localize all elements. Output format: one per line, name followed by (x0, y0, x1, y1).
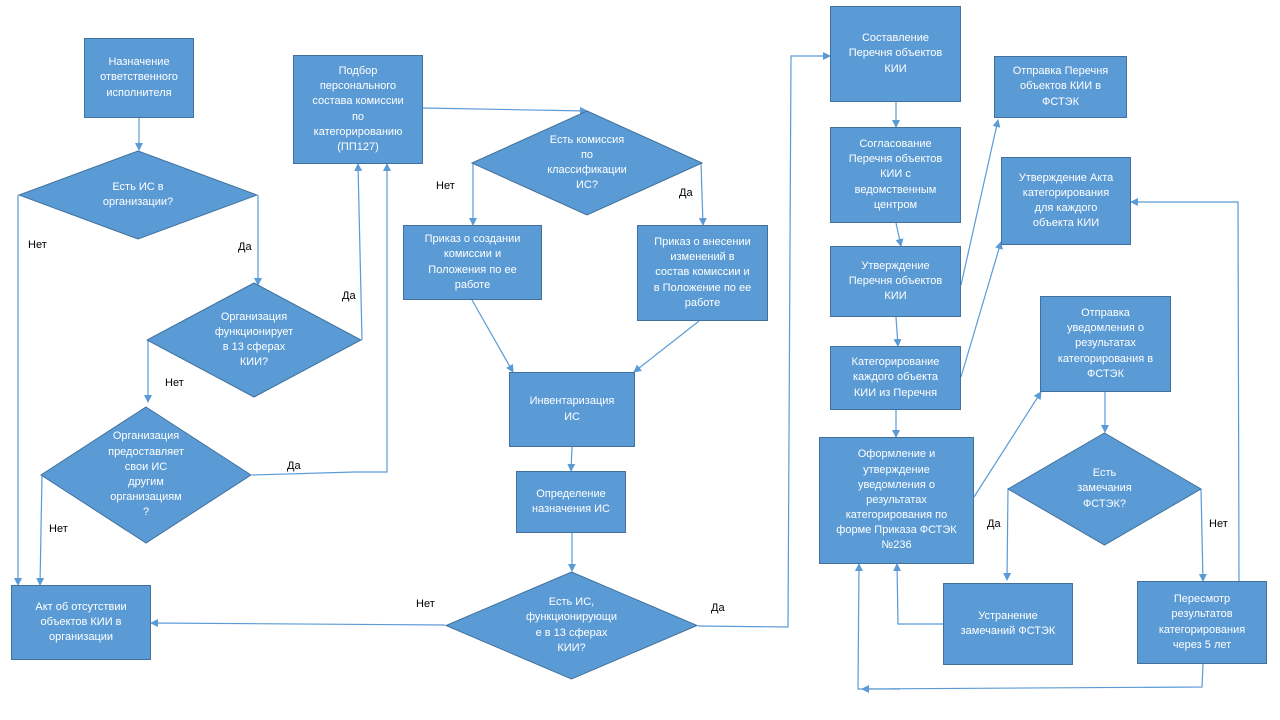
connector-order-create-to-inventory (471, 299, 514, 373)
node-approve-list: Утверждение Перечня объектов КИИ (830, 246, 961, 317)
edge-label-has-is-yes: Да (238, 241, 252, 253)
diamond-shape (146, 282, 362, 398)
connector-form-to-send-notice (973, 391, 1042, 498)
connector-order-change-to-inventory (633, 320, 700, 373)
edge-label-provides-yes: Да (287, 460, 301, 472)
diamond-shape (40, 406, 252, 544)
decision-has-is: Есть ИС в организации? (18, 150, 258, 240)
connector-select-to-commission (422, 106, 588, 115)
connector-org13-yes-to-select (354, 163, 363, 341)
decision-has-remarks: Есть замечания ФСТЭК? (1007, 432, 1202, 546)
connector-commission-yes-to-order-change (698, 162, 707, 226)
connector-approve-list-to-categorize (893, 316, 902, 347)
connector-is13-no-to-act (150, 619, 446, 628)
edge-label-remarks-no: Нет (1209, 518, 1228, 530)
node-select-commission-staff: Подбор персонального состава комиссии по… (293, 55, 423, 164)
diamond-shape (445, 571, 698, 680)
decision-is-13-spheres: Есть ИС, функционирующи е в 13 сферах КИ… (445, 571, 698, 680)
edge-label-commission-no: Нет (436, 180, 455, 192)
edge-label-has-is-no: Нет (28, 239, 47, 251)
decision-is-13-spheres-text: Есть ИС, функционирующи е в 13 сферах КИ… (525, 596, 618, 654)
edge-label-org13-no: Нет (165, 377, 184, 389)
decision-org-provides-is-text: Организация предоставляет свои ИС другим… (108, 430, 184, 519)
connector-provides-no-to-act (36, 474, 45, 586)
connector-fix-to-form (893, 563, 943, 625)
decision-has-is-text: Есть ИС в организации? (102, 180, 174, 208)
node-inventory: Инвентаризация ИС (509, 372, 635, 447)
edge-label-is13-no: Нет (416, 598, 435, 610)
decision-org-provides-is: Организация предоставляет свои ИС другим… (40, 406, 252, 544)
connector-categorize-to-approve-act (960, 241, 1003, 378)
edge-label-org13-yes: Да (342, 290, 356, 302)
node-send-notice: Отправка уведомления о результатах катег… (1040, 296, 1171, 392)
diamond-shape (1007, 432, 1202, 546)
node-review-5-years: Пересмотр результатов категорирования че… (1137, 581, 1267, 664)
connector-review-to-approve-act (1130, 198, 1240, 582)
node-order-create-commission: Приказ о создании комиссии и Положения п… (403, 225, 542, 300)
node-categorize: Категорирование каждого объекта КИИ из П… (830, 346, 961, 410)
node-fix-remarks: Устранение замечаний ФСТЭК (943, 583, 1073, 665)
node-order-change-commission: Приказ о внесении изменений в состав ком… (637, 225, 768, 321)
edge-label-is13-yes: Да (711, 602, 725, 614)
node-send-list: Отправка Перечня объектов КИИ в ФСТЭК (994, 56, 1127, 118)
node-agree-list: Согласование Перечня объектов КИИ с ведо… (830, 127, 961, 223)
connector-approve-list-to-send-list (960, 119, 1001, 286)
node-define-purpose: Определение назначения ИС (516, 471, 626, 533)
node-assign-responsible: Назначение ответственного исполнителя (84, 38, 194, 118)
diamond-shape (18, 150, 258, 240)
connector-inventory-to-purpose (567, 446, 576, 472)
decision-has-commission: Есть комиссия по классификации ИС? (471, 110, 703, 216)
edge-label-commission-yes: Да (679, 187, 693, 199)
decision-org-13-spheres: Организация функционирует в 13 сферах КИ… (146, 282, 362, 398)
diamond-shape (471, 110, 703, 216)
decision-has-commission-text: Есть комиссия по классификации ИС? (547, 133, 627, 192)
edge-label-remarks-yes: Да (987, 518, 1001, 530)
decision-has-remarks-text: Есть замечания ФСТЭК? (1077, 467, 1132, 510)
connector-review-bottom-loop (854, 563, 1204, 690)
node-form-notice: Оформление и утверждение уведомления о р… (819, 437, 974, 564)
node-approve-act: Утверждение Акта категорирования для каж… (1001, 157, 1131, 245)
connector-is13-yes-to-compose (697, 52, 831, 628)
node-compose-list: Составление Перечня объектов КИИ (830, 6, 961, 102)
connector-agree-to-approve-list (895, 222, 904, 247)
connector-remarks-no-to-review (1198, 488, 1207, 582)
connector-provides-yes-to-select (251, 163, 391, 476)
connector-remarks-yes-to-fix (1003, 488, 1012, 581)
edge-label-provides-no: Нет (49, 523, 68, 535)
node-act-absence: Акт об отсутствии объектов КИИ в организ… (11, 585, 151, 660)
decision-org-13-spheres-text: Организация функционирует в 13 сферах КИ… (214, 310, 294, 369)
